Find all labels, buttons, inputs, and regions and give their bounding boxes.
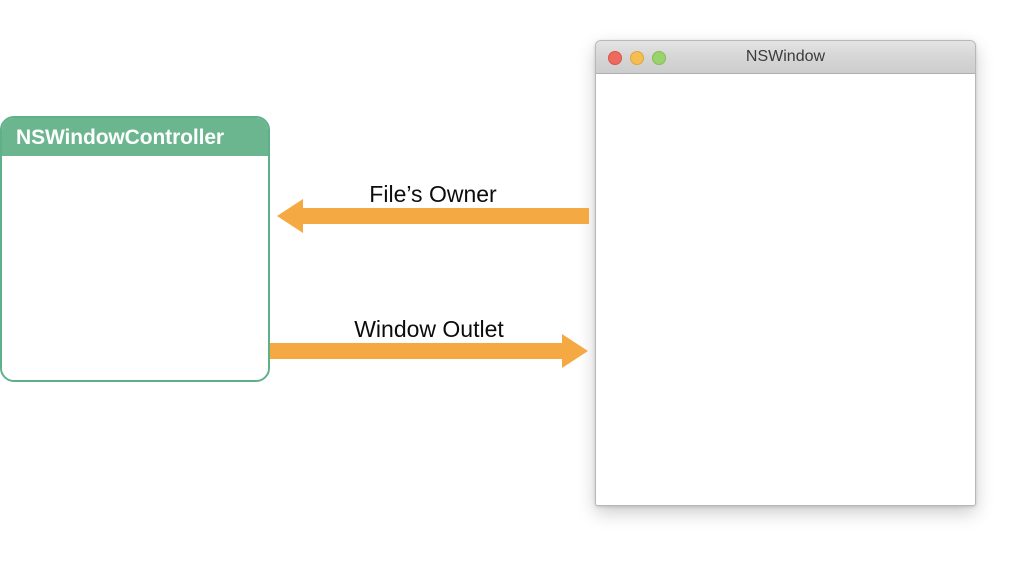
nswindowcontroller-title: NSWindowController <box>16 125 224 149</box>
close-button-icon[interactable] <box>608 50 622 65</box>
minimize-button-icon[interactable] <box>630 50 644 65</box>
nswindow-titlebar: NSWindow <box>596 41 975 74</box>
nswindowcontroller-body <box>2 156 268 380</box>
traffic-light-group <box>608 41 666 74</box>
window-outlet-arrow-icon <box>270 334 588 368</box>
nswindow-content-area <box>596 74 975 505</box>
nswindowcontroller-header: NSWindowController <box>2 118 268 156</box>
nswindow: NSWindow <box>595 40 976 506</box>
zoom-button-icon[interactable] <box>652 50 666 65</box>
file-owner-arrow-icon <box>277 199 589 233</box>
file-owner-label: File’s Owner <box>369 181 497 207</box>
window-outlet-label: Window Outlet <box>354 316 504 342</box>
file-owner-arrow <box>277 196 589 236</box>
window-outlet-arrow <box>270 331 588 371</box>
nswindowcontroller-box: NSWindowController <box>0 116 270 382</box>
